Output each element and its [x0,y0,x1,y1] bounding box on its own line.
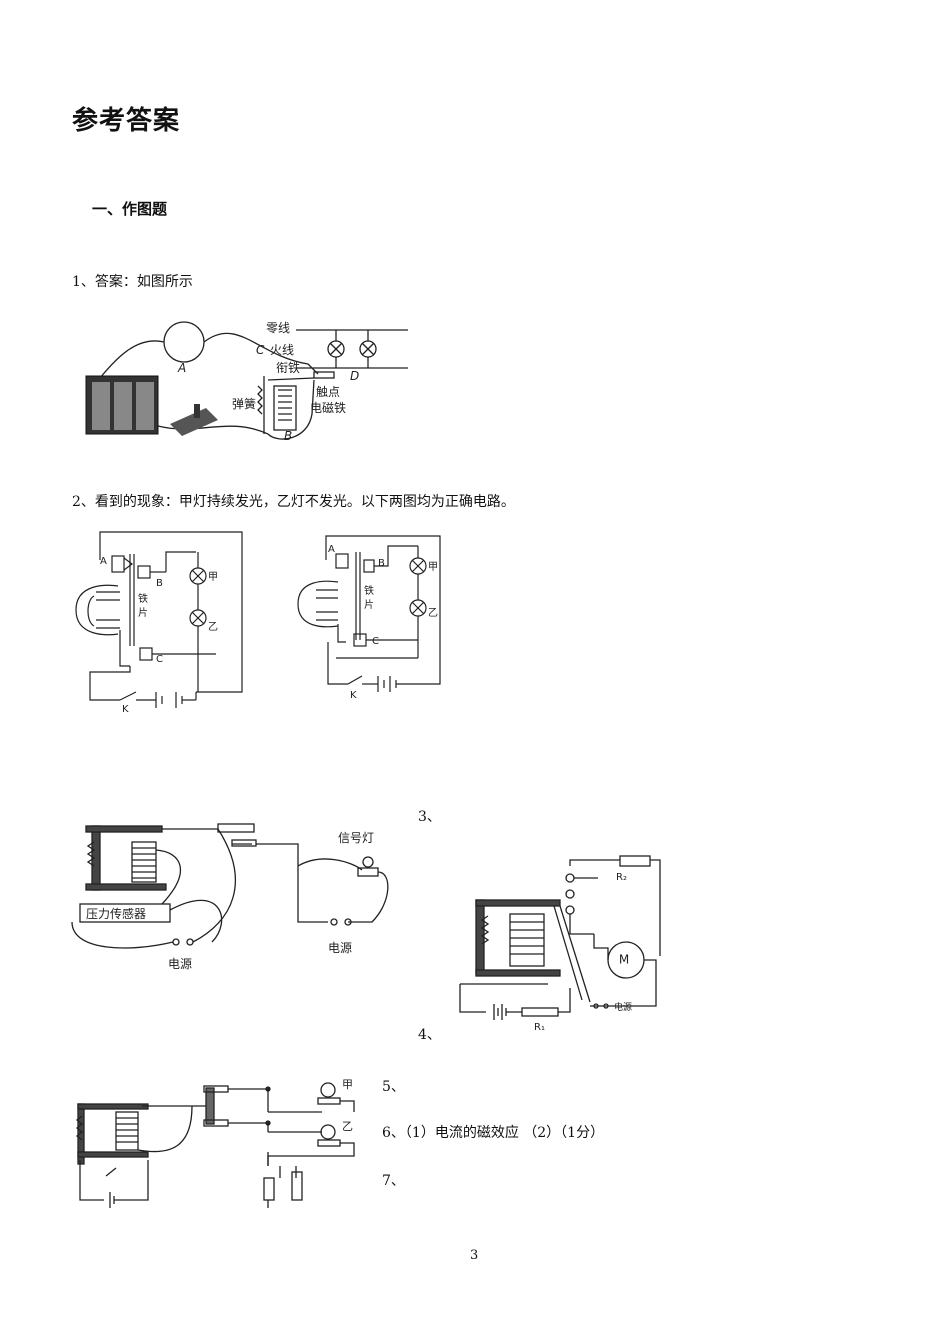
q2-text: 2、看到的现象：甲灯持续发光，乙灯不发光。以下两图均为正确电路。 [72,494,515,510]
figure-1-circuit: A C 零线 火线 衔铁 D 触点 弹簧 电磁铁 B [85,321,408,443]
q3-text: 3、 [418,809,441,825]
fig2b-label-yi: 乙 [428,607,438,619]
fig1-label-b: B [284,429,292,443]
fig5-label-jia: 甲 [342,1078,353,1091]
fig2a-label-c: C [156,654,163,665]
fig2a-label-iron1: 铁 [138,592,148,605]
fig4-label-power: 电源 [614,1001,632,1013]
fig1-label-electromagnet: 电磁铁 [310,400,346,415]
fig4-label-r1: R₁ [534,1022,545,1033]
q4-text: 4、 [418,1027,441,1043]
fig2b-label-jia: 甲 [428,562,438,573]
figure-4-circuit: M R₂ R₁ 电源 [459,855,661,1033]
fig3-label-power2: 电源 [328,941,352,955]
fig1-label-spring: 弹簧 [232,396,256,411]
fig3-label-signal-lamp: 信号灯 [338,831,374,845]
fig2b-label-a: A [328,544,335,555]
fig4-label-r2: R₂ [616,872,627,883]
figure-2b-circuit: A B C 铁 片 甲 乙 K [297,535,441,701]
fig2a-label-yi: 乙 [208,621,218,633]
fig2b-label-k: K [350,690,357,701]
fig2a-label-k: K [122,704,129,715]
fig2b-label-c: C [372,636,379,647]
q6-text: 6、（1）电流的磁效应 （2）（1分） [382,1125,605,1141]
q7-text: 7、 [382,1173,405,1189]
fig2a-label-jia: 甲 [208,572,218,583]
fig1-label-armature: 衔铁 [276,361,300,375]
fig4-label-motor: M [619,953,629,967]
figure-3-circuit: 信号灯 压力传感器 电源 电源 [71,823,389,971]
fig2b-label-iron1: 铁 [364,584,374,597]
fig2a-label-iron2: 片 [138,606,148,619]
fig3-label-power1: 电源 [168,957,192,971]
fig1-label-live: 火线 [270,343,294,357]
fig5-label-yi: 乙 [342,1120,353,1133]
q1-text: 1、答案：如图所示 [72,274,193,290]
page-title: 参考答案 [72,106,181,136]
fig1-label-a: A [177,361,186,375]
fig2b-label-iron2: 片 [364,598,374,611]
figure-5-circuit: 甲 乙 [75,1078,355,1208]
fig1-label-c: C [256,343,265,357]
section-heading: 一、作图题 [92,200,168,218]
fig3-label-sensor: 压力传感器 [86,906,146,921]
fig1-label-d: D [350,369,359,383]
figure-2a-circuit: A B C 铁 片 甲 乙 K [75,531,243,715]
fig1-label-contact: 触点 [316,385,340,399]
fig1-label-zero: 零线 [266,321,290,335]
fig2b-label-b: B [378,558,385,569]
q5-text: 5、 [382,1079,405,1095]
fig2a-label-a: A [100,556,107,567]
page-number: 3 [470,1248,479,1263]
fig2a-label-b: B [156,578,163,589]
